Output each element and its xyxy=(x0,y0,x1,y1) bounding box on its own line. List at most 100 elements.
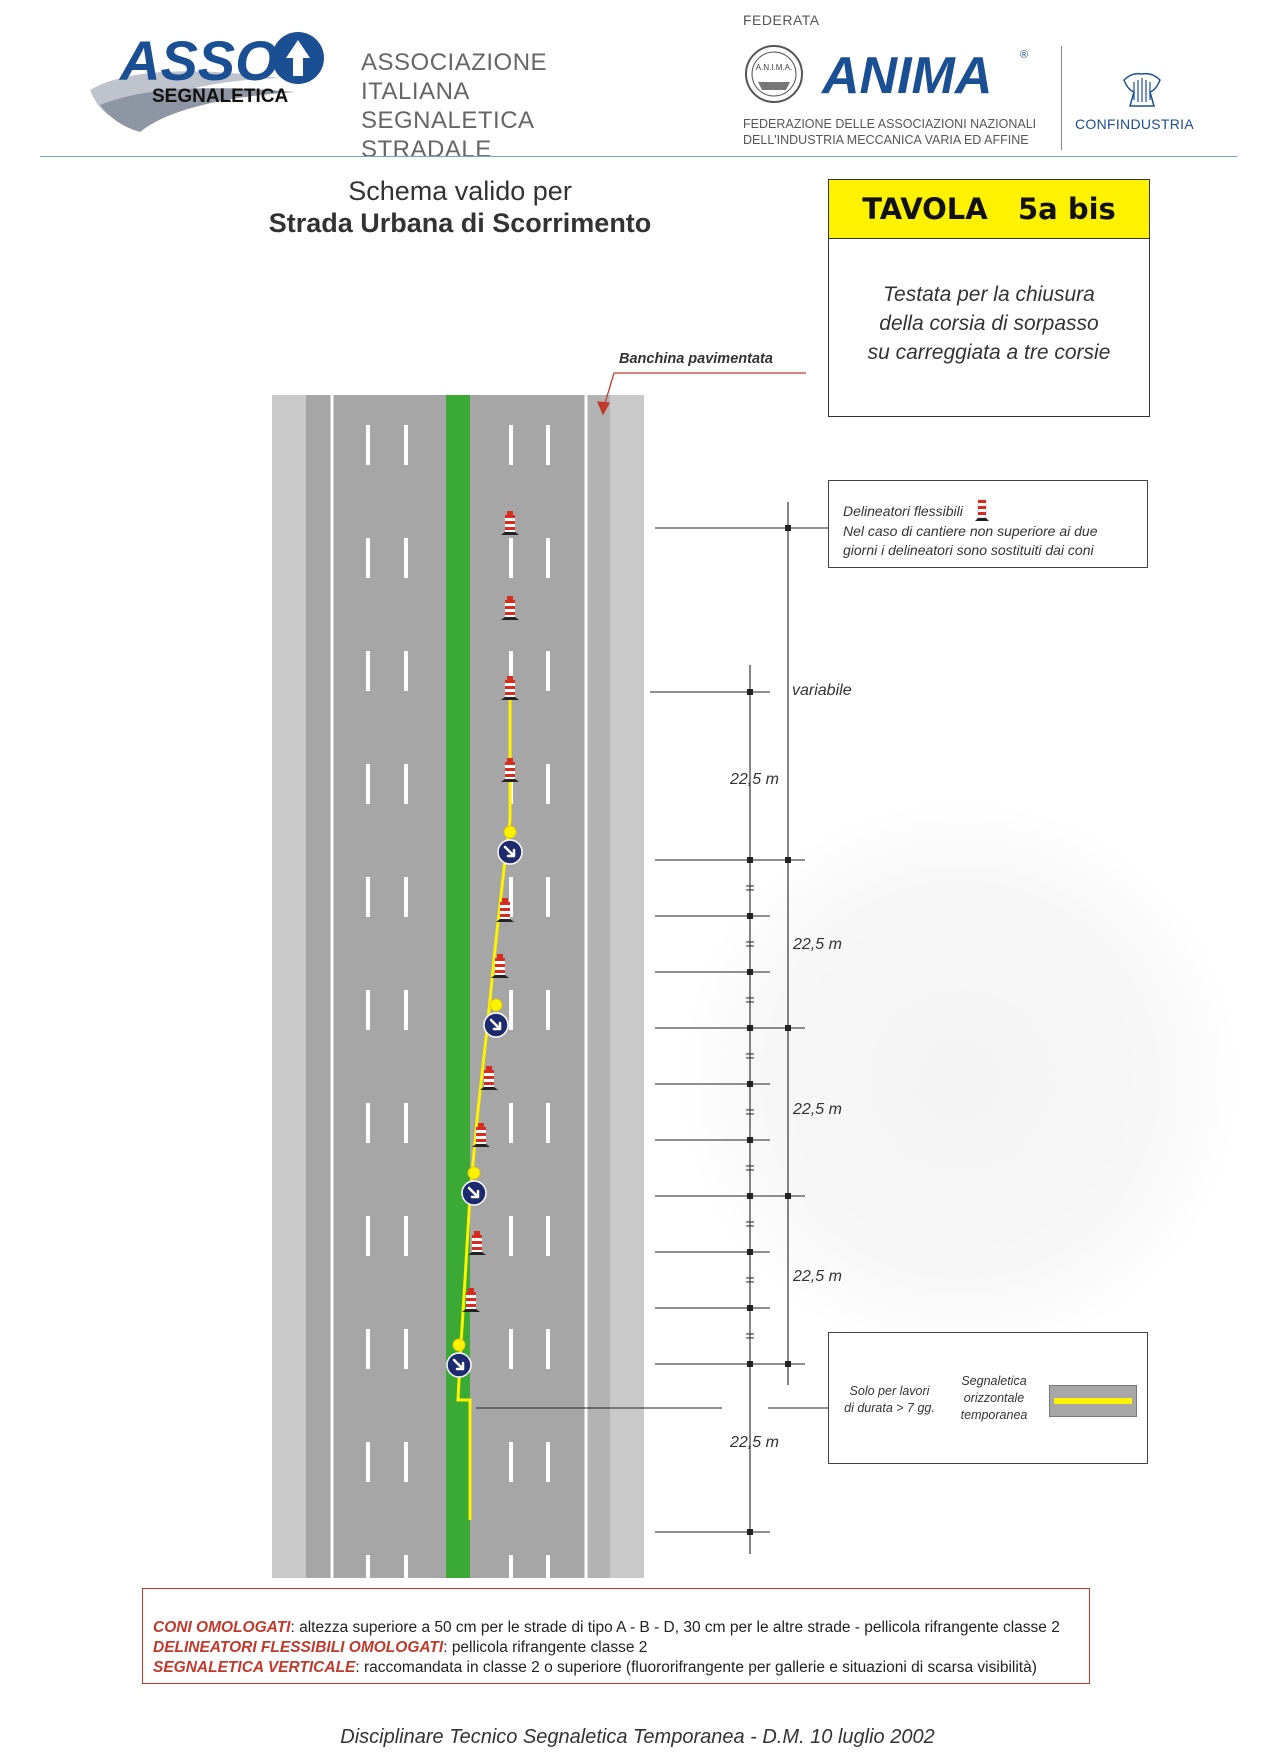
anima-registered-mark: ® xyxy=(1020,49,1028,61)
lane-dash xyxy=(509,1216,513,1256)
note-segnaletica-label: SEGNALETICA VERTICALE xyxy=(153,1659,356,1676)
lane-dash xyxy=(366,1216,370,1256)
asso-name-line1: ASSOCIAZIONE ITALIANA xyxy=(361,49,548,105)
lane-dash xyxy=(509,1329,513,1369)
lane-dash xyxy=(509,651,513,691)
lane-dash xyxy=(546,1216,550,1256)
lane-dash xyxy=(404,877,408,917)
tavola-desc-line2: della corsia di sorpasso xyxy=(879,312,1099,335)
note-delineatori-label: DELINEATORI FLESSIBILI OMOLOGATI xyxy=(153,1639,444,1656)
confindustria-label: CONFINDUSTRIA xyxy=(1075,116,1195,132)
anima-seal-text: A.N.I.M.A. xyxy=(756,63,792,72)
lane-dash xyxy=(546,877,550,917)
asso-association-name: ASSOCIAZIONE ITALIANA SEGNALETICA STRADA… xyxy=(361,48,661,164)
lane-dash xyxy=(546,1555,550,1595)
anima-sub-line1: FEDERAZIONE DELLE ASSOCIAZIONI NAZIONALI xyxy=(743,117,1037,131)
lane-dash xyxy=(546,651,550,691)
lane-dash xyxy=(366,990,370,1030)
equal-mark: = xyxy=(745,1272,754,1289)
right-shoulder xyxy=(610,395,644,1578)
schema-line1: Schema valido per xyxy=(348,176,572,206)
lane-dash xyxy=(404,1442,408,1482)
delineator-icon xyxy=(974,499,989,521)
footer-reference: Disciplinare Tecnico Segnaletica Tempora… xyxy=(340,1726,935,1748)
tavola-desc-line1: Testata per la chiusura xyxy=(883,283,1095,306)
edge-lines xyxy=(330,395,588,1578)
note-coni: CONI OMOLOGATI: altezza superiore a 50 c… xyxy=(153,1619,1060,1637)
banchina-leader xyxy=(596,372,806,416)
confindustria-eagle-icon xyxy=(1123,72,1161,107)
lane-dash xyxy=(509,1442,513,1482)
lane-dash xyxy=(404,764,408,804)
tavola-desc-line3: su carreggiata a tre corsie xyxy=(867,341,1111,364)
marking-label: Segnaletica orizzontale temporanea xyxy=(949,1373,1039,1424)
lane-dash xyxy=(366,651,370,691)
anima-logo: A.N.I.M.A. ANIMA ® xyxy=(745,45,1028,105)
lane-dash xyxy=(546,1442,550,1482)
asso-logo-sub: SEGNALETICA xyxy=(152,86,288,107)
anima-subtitle: FEDERAZIONE DELLE ASSOCIAZIONI NAZIONALI… xyxy=(743,116,1036,148)
equal-mark: = xyxy=(745,1216,754,1233)
measure-label: 22,5 m xyxy=(730,1434,779,1451)
note-coni-label: CONI OMOLOGATI xyxy=(153,1619,291,1636)
yellow-line-swatch xyxy=(1049,1385,1137,1417)
tavola-label: TAVOLA xyxy=(862,192,988,226)
lane-dash xyxy=(509,990,513,1030)
lane-dash xyxy=(546,1329,550,1369)
lane-dash xyxy=(404,990,408,1030)
notes-box: CONI OMOLOGATI: altezza superiore a 50 c… xyxy=(142,1588,1090,1684)
lane-dash xyxy=(509,538,513,578)
anima-wordmark: ANIMA xyxy=(820,47,992,105)
lane-dash xyxy=(509,425,513,465)
lane-dash xyxy=(546,764,550,804)
lane-dash xyxy=(404,1216,408,1256)
marking-condition-line1: Solo per lavori xyxy=(849,1384,930,1398)
marking-condition-line2: di durata > 7 gg. xyxy=(844,1401,935,1415)
lane-dash xyxy=(366,538,370,578)
note-segnaletica-text: : raccomandata in classe 2 o superiore (… xyxy=(355,1659,1037,1676)
lane-dash xyxy=(404,651,408,691)
note-delineatori: DELINEATORI FLESSIBILI OMOLOGATI: pellic… xyxy=(153,1639,647,1657)
tavola-description: Testata per la chiusura della corsia di … xyxy=(829,280,1149,367)
anima-sub-line2: DELL'INDUSTRIA MECCANICA VARIA ED AFFINE xyxy=(743,133,1029,147)
lane-dash xyxy=(546,990,550,1030)
lane-dash xyxy=(404,425,408,465)
left-shoulder xyxy=(272,395,306,1578)
note-coni-text: : altezza superiore a 50 cm per le strad… xyxy=(290,1619,1060,1636)
note-segnaletica: SEGNALETICA VERTICALE: raccomandata in c… xyxy=(153,1659,1037,1677)
federata-label: FEDERATA xyxy=(743,12,820,28)
lane-dash xyxy=(366,1329,370,1369)
equal-mark: = xyxy=(745,1048,754,1065)
tavola-number: 5a bis xyxy=(1018,192,1116,226)
lane-dash xyxy=(404,1555,408,1595)
lane-dash xyxy=(546,1103,550,1143)
delineators-legend-line1: Nel caso di cantiere non superiore ai du… xyxy=(843,523,1098,539)
variabile-label: variabile xyxy=(792,682,852,699)
marking-label-line2: orizzontale xyxy=(963,1391,1025,1405)
lane-dash xyxy=(366,764,370,804)
tavola-header: TAVOLA 5a bis xyxy=(829,180,1149,239)
measure-label: 22,5 m xyxy=(793,1101,842,1118)
lane-dash xyxy=(509,877,513,917)
delineators-legend-text: Delineatori flessibili Nel caso di canti… xyxy=(843,496,1143,560)
carriageway-left xyxy=(306,395,446,1578)
asso-logo: ASSO SEGNALETICA xyxy=(90,29,324,132)
banchina-label: Banchina pavimentata xyxy=(619,351,773,367)
background-glow xyxy=(680,800,1240,1360)
lane-dash xyxy=(366,425,370,465)
delineators-legend-title: Delineatori flessibili xyxy=(843,503,963,519)
equal-mark: = xyxy=(745,1104,754,1121)
lane-dash xyxy=(546,538,550,578)
header-divider xyxy=(1061,46,1062,150)
lane-dashes xyxy=(366,425,550,1595)
marking-label-line3: temporanea xyxy=(960,1408,1028,1422)
lane-dash xyxy=(366,877,370,917)
measure-label: 22,5 m xyxy=(793,1268,842,1285)
equal-mark: = xyxy=(745,880,754,897)
lane-dash xyxy=(366,1555,370,1595)
lane-dash xyxy=(404,1329,408,1369)
schema-line2: Strada Urbana di Scorrimento xyxy=(268,208,652,238)
header-rule xyxy=(40,156,1237,157)
equal-mark: = xyxy=(745,936,754,953)
equal-mark: = xyxy=(745,1328,754,1345)
